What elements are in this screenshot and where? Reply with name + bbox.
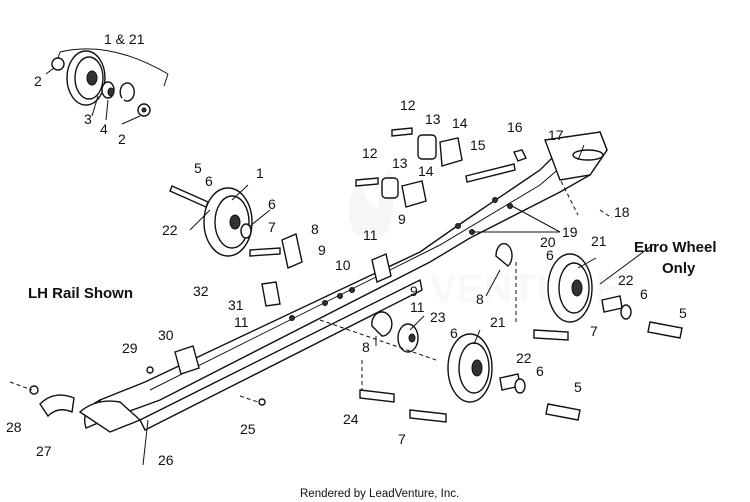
callout-11: 11	[410, 299, 425, 315]
stop-blocks	[355, 127, 527, 208]
callout-2: 2	[34, 73, 42, 89]
callout-8: 8	[362, 339, 370, 355]
callout-25: 25	[240, 421, 256, 437]
front-hardware	[9, 366, 266, 466]
callout-21: 21	[490, 314, 506, 330]
callout-5: 5	[194, 160, 202, 176]
render-credit: Rendered by LeadVenture, Inc.	[300, 488, 459, 500]
euro-wheel-lower	[447, 333, 581, 421]
callout-18: 18	[614, 204, 630, 220]
callout-6: 6	[536, 363, 544, 379]
callout-32: 32	[193, 283, 209, 299]
callout-8: 8	[311, 221, 319, 237]
callout-12: 12	[362, 145, 378, 161]
callout-30: 30	[158, 327, 174, 343]
leader-lines	[189, 144, 655, 346]
callout-4: 4	[100, 121, 108, 137]
callout-19: 19	[562, 224, 578, 240]
callout-1-21: 1 & 21	[104, 31, 145, 47]
callout-22: 22	[516, 350, 532, 366]
callout-24: 24	[343, 411, 359, 427]
callout-6: 6	[450, 325, 458, 341]
euro-wheel-label-line2: Only	[662, 260, 696, 277]
callout-6: 6	[205, 173, 213, 189]
callout-20: 20	[540, 234, 556, 250]
assembly-lines	[319, 174, 613, 390]
callout-14: 14	[452, 115, 468, 131]
callout-23: 23	[430, 309, 446, 325]
callout-9: 9	[318, 242, 326, 258]
callout-28: 28	[6, 419, 22, 435]
top-wheel-assembly	[45, 48, 169, 125]
callout-11: 11	[363, 227, 378, 243]
callout-9: 9	[410, 283, 418, 299]
callout-6: 6	[640, 286, 648, 302]
idler-wheel-left	[169, 185, 253, 257]
callout-16: 16	[507, 119, 523, 135]
callout-3: 3	[84, 111, 92, 127]
callout-26: 26	[158, 452, 174, 468]
euro-wheel-label: Euro Wheel	[634, 239, 717, 256]
callout-6: 6	[268, 196, 276, 212]
callout-15: 15	[470, 137, 486, 153]
callout-22: 22	[618, 272, 634, 288]
callout-29: 29	[122, 340, 138, 356]
callout-2: 2	[118, 131, 126, 147]
callout-9: 9	[398, 211, 406, 227]
rail-side-label: LH Rail Shown	[28, 285, 133, 302]
callout-12: 12	[400, 97, 416, 113]
slide-rail	[78, 131, 608, 433]
callout-31: 31	[228, 297, 244, 313]
callout-17: 17	[548, 127, 564, 143]
callout-6: 6	[546, 247, 554, 263]
callout-7: 7	[398, 431, 406, 447]
callout-5: 5	[574, 379, 582, 395]
callout-8: 8	[476, 291, 484, 307]
axle-bolts	[249, 247, 569, 423]
callout-27: 27	[36, 443, 52, 459]
callout-7: 7	[590, 323, 598, 339]
callout-13: 13	[392, 155, 408, 171]
callout-14: 14	[418, 163, 434, 179]
callout-11: 11	[234, 314, 249, 330]
callout-7: 7	[268, 219, 276, 235]
axle-brackets	[174, 233, 513, 375]
callout-21: 21	[591, 233, 607, 249]
callout-1: 1	[256, 165, 264, 181]
callout-5: 5	[679, 305, 687, 321]
callout-13: 13	[425, 111, 441, 127]
callout-10: 10	[335, 257, 351, 273]
callouts: 1 & 21 2 3 4 2 12 13 14 15 16 17 12 13 1…	[6, 31, 687, 468]
euro-wheel-upper	[547, 253, 683, 339]
callout-22: 22	[162, 222, 178, 238]
spacer-23	[397, 323, 419, 353]
